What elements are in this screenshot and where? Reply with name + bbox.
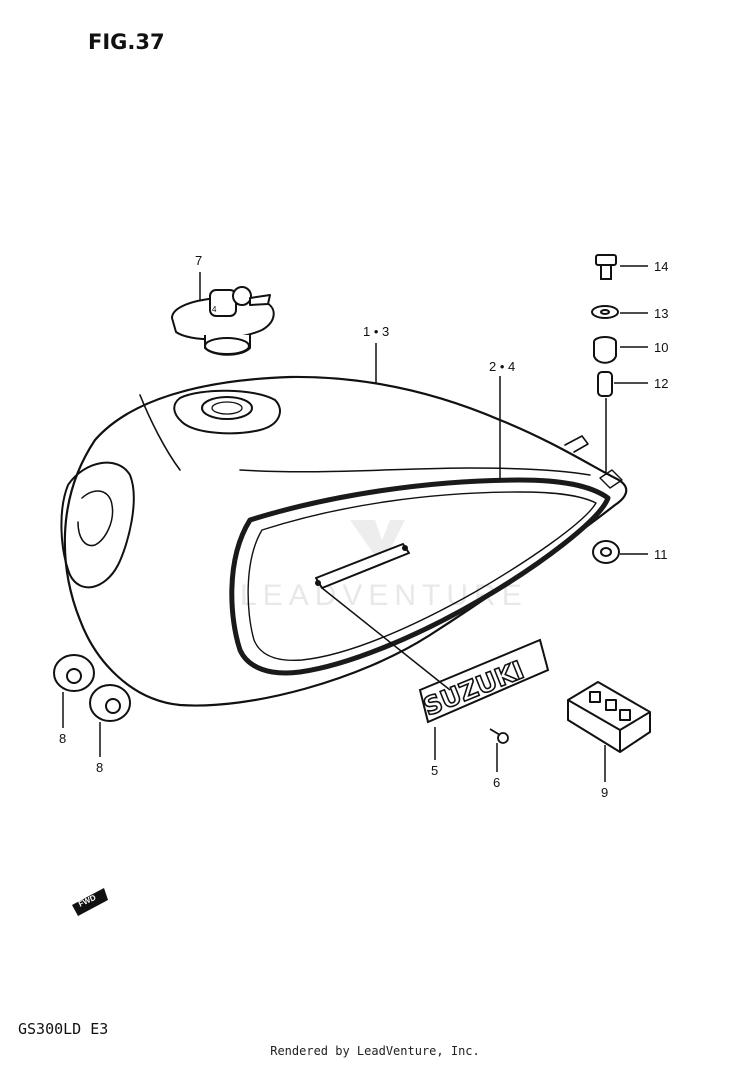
callout-7: 7 xyxy=(195,253,202,268)
callout-8a: 8 xyxy=(59,731,66,746)
callout-13: 13 xyxy=(654,306,668,321)
callout-5: 5 xyxy=(431,763,438,778)
callout-14: 14 xyxy=(654,259,668,274)
model-code: GS300LD E3 xyxy=(18,1020,109,1038)
callout-6: 6 xyxy=(493,775,500,790)
callout-2-4: 2 • 4 xyxy=(489,359,515,374)
callout-11: 11 xyxy=(654,547,668,562)
figure-title: FIG.37 xyxy=(88,30,165,54)
cushion-10 xyxy=(593,336,617,364)
forward-arrow: FWD xyxy=(72,888,108,916)
grommet-8a xyxy=(53,654,95,692)
callout-12: 12 xyxy=(654,376,668,391)
callout-1-3: 1 • 3 xyxy=(363,324,389,339)
emblem-text: SUZUKI xyxy=(419,655,528,721)
bolt-14 xyxy=(595,254,617,280)
grommet-8b xyxy=(89,684,131,722)
washer-13 xyxy=(591,305,619,319)
leader-lines xyxy=(62,265,648,782)
callout-labels: 7 1 • 3 2 • 4 14 13 10 12 11 8 8 5 6 9 xyxy=(59,253,668,800)
tank-cushion xyxy=(567,681,651,753)
callout-8b: 8 xyxy=(96,760,103,775)
collar-12 xyxy=(597,371,613,397)
fuel-tank xyxy=(60,375,628,707)
fuel-cap-assembly: 4 xyxy=(171,286,275,356)
callout-9: 9 xyxy=(601,785,608,800)
cushion-11 xyxy=(592,540,620,564)
watermark: LEADVENTURE xyxy=(240,520,522,612)
footer-credit: Rendered by LeadVenture, Inc. xyxy=(270,1044,480,1058)
svg-text:4: 4 xyxy=(212,305,217,314)
screw xyxy=(489,728,509,744)
callout-10: 10 xyxy=(654,340,668,355)
